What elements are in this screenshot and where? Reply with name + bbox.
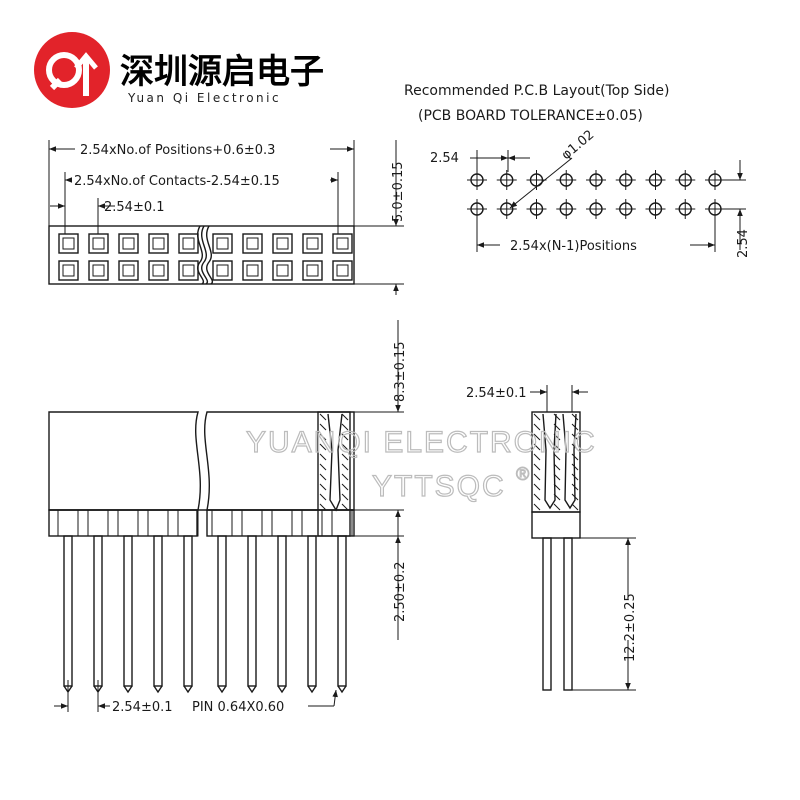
watermark-line1: YUANQI ELECTRONIC <box>246 426 597 459</box>
contact-cell <box>302 233 323 254</box>
contact-cell <box>148 233 169 254</box>
contact-cell <box>118 260 139 281</box>
side-view: 2.54±0.1 12.2±0.25 <box>466 385 638 691</box>
contact-cell <box>148 260 169 281</box>
top-view: 2.54xNo.of Positions+0.6±0.3 2.54xNo.of … <box>48 140 406 295</box>
contact-cell <box>178 260 199 281</box>
pin <box>331 509 353 694</box>
pcb-hole <box>675 199 696 219</box>
logo-circle-icon <box>34 32 110 108</box>
contact-cell <box>272 233 293 254</box>
contact-cell <box>88 233 109 254</box>
watermark-line2: YTTSQC <box>372 470 506 503</box>
front-view: 8.3±0.15 2.50±0.2 2.54±0.1 PIN 0.64X0.60 <box>48 320 408 715</box>
company-name-cn: 深圳源启电子 <box>120 52 324 92</box>
pcb-hole <box>675 170 696 190</box>
pcb-hole <box>467 170 487 190</box>
top-view-body <box>48 225 355 285</box>
pin <box>57 509 79 694</box>
contact-cell <box>332 260 353 281</box>
top-dim-contacts-label: 2.54xNo.of Contacts-2.54±0.15 <box>74 174 280 189</box>
pcb-hole <box>556 199 577 219</box>
pin <box>87 509 109 694</box>
watermark-registered: ® <box>516 464 529 484</box>
top-dim-pitch-label: 2.54±0.1 <box>104 200 165 215</box>
pcb-hole <box>496 199 517 219</box>
contact-cell <box>178 233 199 254</box>
contact-cell <box>58 233 79 254</box>
pcb-layout-title: Recommended P.C.B Layout(Top Side) <box>404 83 669 99</box>
contact-cell <box>272 260 293 281</box>
pcb-hole <box>645 170 666 190</box>
pcb-hole <box>615 170 636 190</box>
pcb-hole <box>586 170 606 190</box>
pin <box>241 509 263 694</box>
contact-cell <box>212 260 233 281</box>
pin <box>177 509 199 694</box>
pcb-hole <box>615 199 636 219</box>
pin <box>211 509 233 694</box>
pcb-pitch-y-label: 2.54 <box>736 229 751 258</box>
front-dim-pitch-label: 2.54±0.1 <box>112 700 173 715</box>
side-dim-pin-length-label: 12.2±0.25 <box>623 593 638 662</box>
pcb-layout-dimensions: 2.54 φ1.02 2.54 2.54x(N-1)Positions <box>430 127 751 258</box>
front-dim-body-height-label: 8.3±0.15 <box>393 341 408 402</box>
pcb-hole-grid <box>467 170 725 219</box>
top-dim-positions-label: 2.54xNo.of Positions+0.6±0.3 <box>80 143 275 158</box>
pcb-hole <box>496 170 517 190</box>
front-dim-pin-label: PIN 0.64X0.60 <box>192 700 284 715</box>
pcb-hole-diameter-label: φ1.02 <box>559 127 597 163</box>
top-view-contacts <box>58 233 353 281</box>
front-dim-standoff-label: 2.50±0.2 <box>393 561 408 622</box>
company-logo: 深圳源启电子 Yuan Qi Electronic <box>34 32 324 108</box>
pin <box>147 509 169 694</box>
pcb-hole <box>526 199 547 219</box>
company-name-en: Yuan Qi Electronic <box>127 91 281 105</box>
front-view-pins <box>57 509 353 694</box>
pcb-positions-label: 2.54x(N-1)Positions <box>510 239 637 254</box>
contact-cell <box>242 233 263 254</box>
contact-cell <box>58 260 79 281</box>
contact-cell <box>118 233 139 254</box>
pcb-hole <box>586 199 606 219</box>
side-dim-pitch-label: 2.54±0.1 <box>466 386 527 401</box>
pcb-hole <box>645 199 666 219</box>
contact-cell <box>302 260 323 281</box>
pin <box>271 509 293 694</box>
contact-cell <box>88 260 109 281</box>
pcb-hole <box>556 170 577 190</box>
top-dim-height-label: 5.0±0.15 <box>391 161 406 222</box>
contact-cell <box>332 233 353 254</box>
pcb-pitch-x-label: 2.54 <box>430 151 459 166</box>
pin <box>117 509 139 694</box>
pcb-hole <box>705 170 725 190</box>
contact-cell <box>212 233 233 254</box>
contact-cell <box>242 260 263 281</box>
pcb-tolerance-note: (PCB BOARD TOLERANCE±0.05) <box>418 108 643 124</box>
pin <box>301 509 323 694</box>
